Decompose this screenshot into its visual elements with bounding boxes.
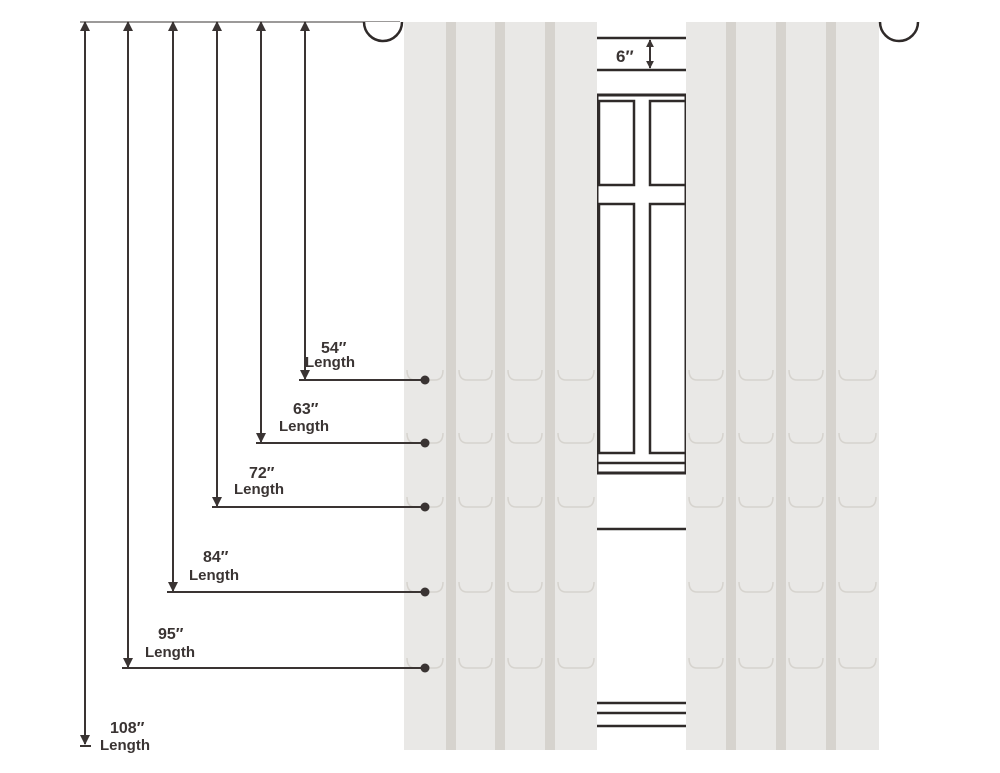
window-pane-lower-right <box>648 202 688 455</box>
curtain-hem-scallop <box>507 581 543 593</box>
curtain-hem-scallop <box>738 581 774 593</box>
curtain-hem-scallop <box>688 581 724 593</box>
curtain-hem-scallop <box>557 581 595 593</box>
length-size-label: 72″ <box>249 465 275 482</box>
grommet-ring-right <box>878 21 920 43</box>
length-hem-dot <box>420 663 430 673</box>
curtain-hem-scallop <box>838 581 877 593</box>
length-word-label: Length <box>100 737 150 754</box>
curtain-hem-scallop <box>738 432 774 444</box>
length-size-label: 63″ <box>293 401 319 418</box>
length-measure-5: 108″Length <box>80 21 150 754</box>
curtain-hem-lines <box>406 369 877 669</box>
curtain-hem-scallop <box>788 657 824 669</box>
length-hem-dot <box>420 587 430 597</box>
curtain-hem-scallop <box>838 496 877 508</box>
curtain-hem-scallop <box>788 369 824 381</box>
curtain-hem-scallop <box>688 657 724 669</box>
length-measure-2: 72″Length <box>212 21 430 512</box>
curtain-fold <box>495 22 505 750</box>
window-pane-upper-left <box>597 99 636 187</box>
curtain-hem-scallop <box>507 369 543 381</box>
length-measure-4: 95″Length <box>122 21 430 673</box>
length-word-label: Length <box>279 418 329 435</box>
curtain-fold <box>545 22 555 750</box>
curtain-hem-scallop <box>838 657 877 669</box>
length-word-label: Length <box>305 354 355 371</box>
curtain-fold <box>446 22 456 750</box>
length-size-label: 95″ <box>158 626 184 643</box>
grommet-ring-left <box>362 21 404 43</box>
length-measurements: 54″Length63″Length72″Length84″Length95″L… <box>80 21 430 754</box>
curtain-panel-right <box>686 22 879 750</box>
curtain-hem-scallop <box>688 432 724 444</box>
curtain-hem-scallop <box>557 432 595 444</box>
curtain-hem-scallop <box>507 432 543 444</box>
curtain-hem-scallop <box>738 657 774 669</box>
curtain-hem-scallop <box>507 657 543 669</box>
length-size-label: 54″ <box>321 340 347 357</box>
curtain-hem-scallop <box>738 369 774 381</box>
length-hem-dot <box>420 375 430 385</box>
curtain-fold <box>826 22 836 750</box>
window-pane-lower-left <box>597 202 636 455</box>
window-frame-outer <box>595 93 688 475</box>
curtain-hem-scallop <box>458 657 493 669</box>
curtain-hem-scallop <box>557 657 595 669</box>
window-pane-upper-right <box>648 99 688 187</box>
curtain-fold <box>726 22 736 750</box>
curtain-panel-left <box>404 22 597 750</box>
curtain-hem-scallop <box>458 432 493 444</box>
length-hem-dot <box>420 502 430 512</box>
length-word-label: Length <box>145 644 195 661</box>
curtain-hem-scallop <box>507 496 543 508</box>
curtain-hem-scallop <box>788 581 824 593</box>
length-measure-0: 54″Length <box>299 21 430 385</box>
curtain-hem-scallop <box>738 496 774 508</box>
curtain-hem-scallop <box>458 369 493 381</box>
curtain-hem-scallop <box>458 496 493 508</box>
curtain-fold <box>776 22 786 750</box>
length-size-label: 84″ <box>203 549 229 566</box>
length-measure-1: 63″Length <box>256 21 430 448</box>
curtain-hem-scallop <box>557 496 595 508</box>
curtain-hem-scallop <box>838 369 877 381</box>
length-word-label: Length <box>189 567 239 584</box>
top-gap-indicator: 6″ <box>616 39 654 69</box>
window <box>595 36 688 728</box>
curtain-hem-scallop <box>788 432 824 444</box>
length-word-label: Length <box>234 481 284 498</box>
curtain-hem-scallop <box>557 369 595 381</box>
curtain-hem-scallop <box>688 496 724 508</box>
curtain-hem-scallop <box>458 581 493 593</box>
length-size-label: 108″ <box>110 720 145 737</box>
curtain-hem-scallop <box>688 369 724 381</box>
curtain-hem-scallop <box>838 432 877 444</box>
length-measure-3: 84″Length <box>167 21 430 597</box>
length-hem-dot <box>420 438 430 448</box>
curtain-hem-scallop <box>788 496 824 508</box>
top-gap-label: 6″ <box>616 47 634 66</box>
